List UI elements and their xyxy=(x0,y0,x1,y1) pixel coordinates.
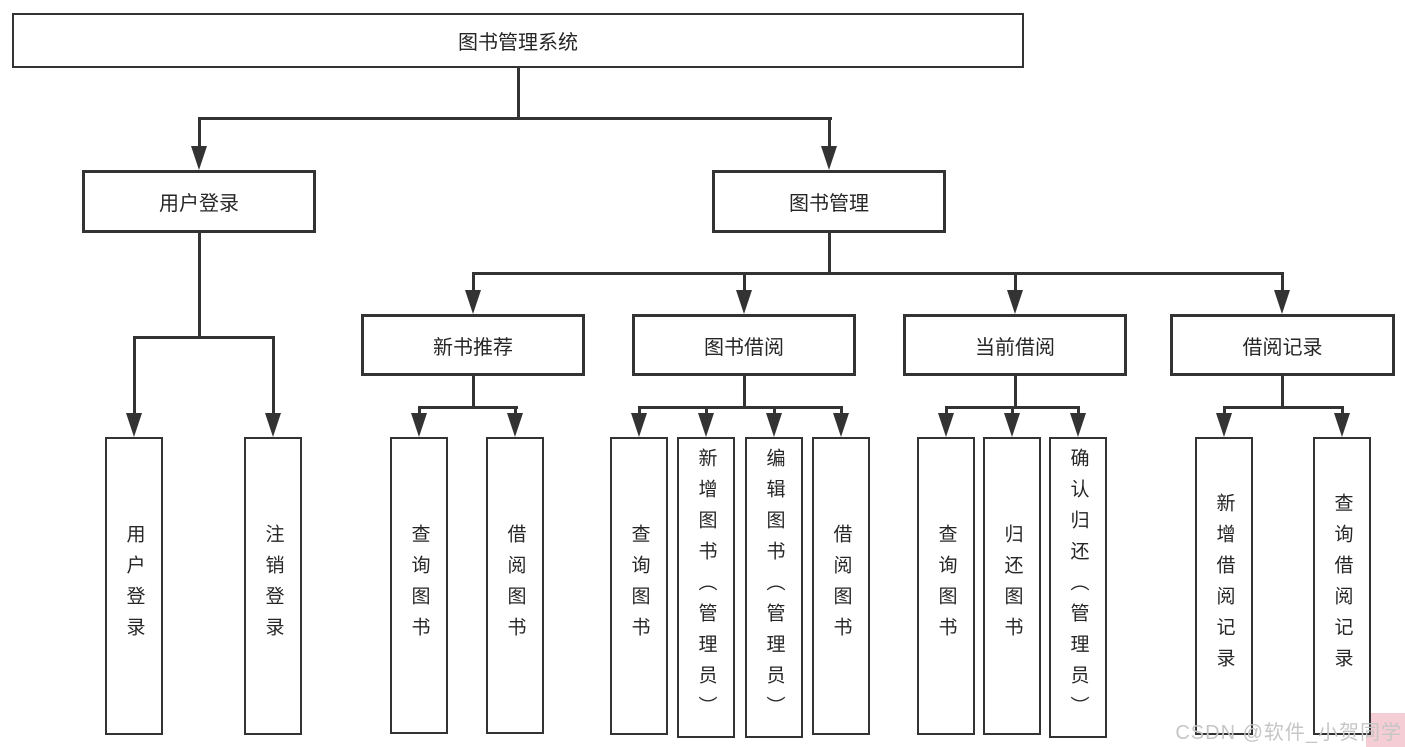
connector-stem xyxy=(773,406,776,417)
connector-stem xyxy=(1223,406,1226,417)
arrow-down-icon xyxy=(631,413,647,437)
leaf-query-books-a: 查询图书 xyxy=(390,437,448,734)
arrow-down-icon xyxy=(938,413,954,437)
node-root-label: 图书管理系统 xyxy=(458,32,578,54)
connector-stem xyxy=(1011,406,1014,417)
arrow-down-icon xyxy=(126,413,142,437)
leaf-borrow-books-a-label: 借阅图书 xyxy=(504,523,526,648)
node-book-borrowing: 图书借阅 xyxy=(632,314,856,376)
connector-stem xyxy=(638,406,641,417)
watermark-accent xyxy=(1366,713,1405,747)
node-user-login-label: 用户登录 xyxy=(159,193,239,215)
node-book-management: 图书管理 xyxy=(712,170,946,233)
leaf-query-books-b: 查询图书 xyxy=(610,437,668,735)
node-borrowing-records: 借阅记录 xyxy=(1170,314,1395,376)
connector-stem xyxy=(272,336,275,415)
connector-stem xyxy=(1341,406,1344,417)
arrow-down-icon xyxy=(1216,413,1232,437)
connector-stem xyxy=(945,406,948,417)
connector-stem xyxy=(1077,406,1080,417)
connector-root-bar xyxy=(198,117,832,120)
leaf-query-books-c-label: 查询图书 xyxy=(935,524,957,648)
leaf-edit-books-admin: 编辑图书（管理员） xyxy=(745,437,803,738)
node-book-management-label: 图书管理 xyxy=(789,193,869,215)
leaf-query-borrow-record-label: 查询借阅记录 xyxy=(1331,493,1353,679)
connector-stem xyxy=(133,336,136,415)
connector-stem xyxy=(743,272,746,292)
leaf-query-books-b-label: 查询图书 xyxy=(628,524,650,648)
leaf-borrow-books-b-label: 借阅图书 xyxy=(830,524,852,648)
leaf-add-borrow-record-label: 新增借阅记录 xyxy=(1213,493,1235,679)
connector-book-borrow-stub xyxy=(743,376,746,408)
arrow-down-icon xyxy=(766,413,782,437)
connector-new-rec-bar xyxy=(418,406,518,409)
leaf-return-books: 归还图书 xyxy=(983,437,1041,735)
connector-stem xyxy=(418,406,421,417)
connector-current-borrow-stub xyxy=(1014,376,1017,408)
leaf-query-borrow-record: 查询借阅记录 xyxy=(1313,437,1371,735)
connector-stem xyxy=(472,272,475,292)
connector-borrow-records-stub xyxy=(1281,376,1284,408)
connector-stem xyxy=(840,406,843,417)
connector-stem xyxy=(198,117,201,148)
arrow-down-icon xyxy=(465,290,481,314)
arrow-down-icon xyxy=(507,413,523,437)
leaf-add-books-admin-label: 新增图书（管理员） xyxy=(695,448,717,727)
connector-stem xyxy=(828,117,831,148)
arrow-down-icon xyxy=(411,413,427,437)
arrow-down-icon xyxy=(1334,413,1350,437)
connector-stem xyxy=(1014,272,1017,292)
leaf-edit-books-admin-label: 编辑图书（管理员） xyxy=(763,448,785,727)
connector-borrow-records-bar xyxy=(1223,406,1344,409)
arrow-down-icon xyxy=(1007,290,1023,314)
connector-new-rec-stub xyxy=(472,376,475,408)
connector-book-mgmt-stub xyxy=(828,233,831,275)
leaf-add-books-admin: 新增图书（管理员） xyxy=(677,437,735,738)
arrow-down-icon xyxy=(736,290,752,314)
arrow-down-icon xyxy=(821,146,837,170)
leaf-query-books-a-label: 查询图书 xyxy=(408,523,430,648)
connector-root-stub xyxy=(517,68,520,120)
arrow-down-icon xyxy=(698,413,714,437)
connector-user-login-stub xyxy=(198,233,201,339)
leaf-return-books-label: 归还图书 xyxy=(1001,524,1023,648)
leaf-borrow-books-a: 借阅图书 xyxy=(486,437,544,734)
node-new-book-recommend: 新书推荐 xyxy=(361,314,585,376)
arrow-down-icon xyxy=(833,413,849,437)
leaf-confirm-return-admin-label: 确认归还（管理员） xyxy=(1067,448,1089,727)
leaf-logout: 注销登录 xyxy=(244,437,302,735)
arrow-down-icon xyxy=(1070,413,1086,437)
connector-stem xyxy=(705,406,708,417)
node-borrowing-records-label: 借阅记录 xyxy=(1242,336,1323,359)
connector-book-borrow-bar xyxy=(638,406,843,409)
arrow-down-icon xyxy=(1274,290,1290,314)
leaf-user-login: 用户登录 xyxy=(105,437,163,735)
node-new-book-recommend-label: 新书推荐 xyxy=(433,336,513,359)
arrow-down-icon xyxy=(191,146,207,170)
leaf-user-login-label: 用户登录 xyxy=(123,524,145,648)
node-user-login: 用户登录 xyxy=(82,170,316,233)
arrow-down-icon xyxy=(1004,413,1020,437)
leaf-logout-label: 注销登录 xyxy=(262,524,284,648)
connector-book-mgmt-bar xyxy=(472,272,1284,275)
connector-user-login-bar xyxy=(133,336,275,339)
arrow-down-icon xyxy=(265,413,281,437)
leaf-add-borrow-record: 新增借阅记录 xyxy=(1195,437,1253,735)
leaf-confirm-return-admin: 确认归还（管理员） xyxy=(1049,437,1107,738)
node-root: 图书管理系统 xyxy=(12,13,1024,68)
csdn-watermark: CSDN @软件_小贺同学 xyxy=(1175,722,1402,744)
connector-stem xyxy=(1281,272,1284,292)
node-book-borrowing-label: 图书借阅 xyxy=(704,336,784,359)
leaf-borrow-books-b: 借阅图书 xyxy=(812,437,870,735)
node-current-borrowing: 当前借阅 xyxy=(903,314,1127,376)
leaf-query-books-c: 查询图书 xyxy=(917,437,975,735)
connector-stem xyxy=(514,406,517,417)
node-current-borrowing-label: 当前借阅 xyxy=(975,336,1055,359)
